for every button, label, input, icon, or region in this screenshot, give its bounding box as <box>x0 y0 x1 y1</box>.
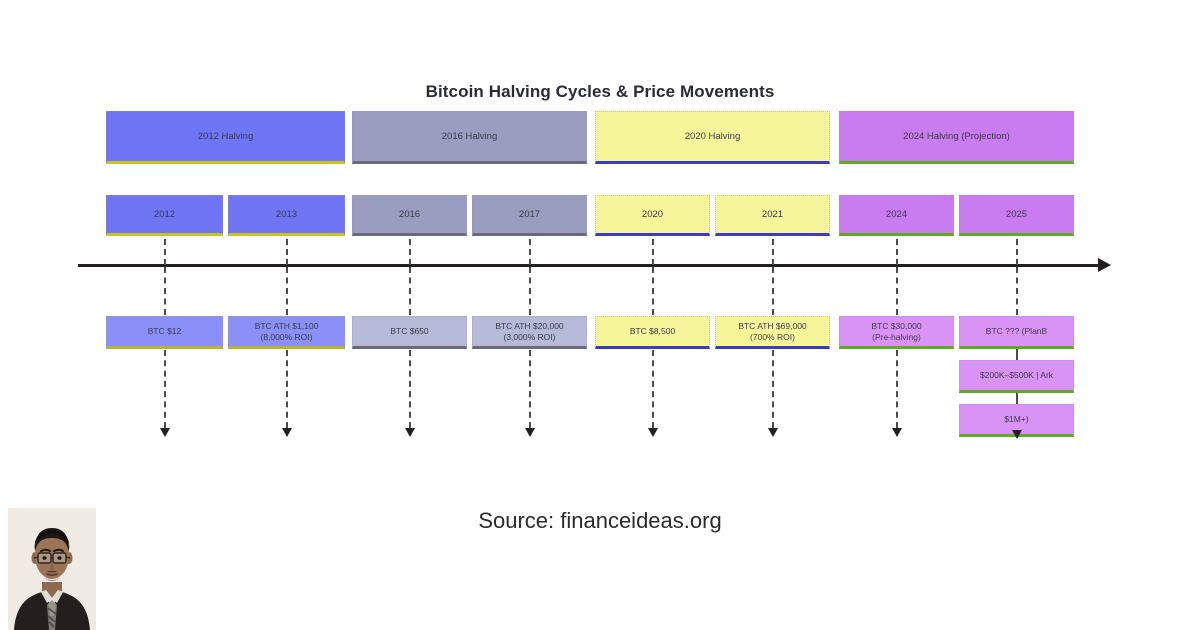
period-label: 2012 Halving <box>197 130 254 142</box>
event-box-2025-projection-ark[interactable]: $200K–$500K | Ark <box>959 360 1074 393</box>
event-line-2: (700% ROI) <box>750 331 795 342</box>
event-line-1: BTC ATH $20,000 <box>495 321 564 332</box>
projection-label: $200K–$500K | Ark <box>979 370 1054 381</box>
connector-2012-lower <box>164 267 166 315</box>
down-arrow-icon-2020 <box>648 428 658 437</box>
connector-2017-upper <box>529 239 531 265</box>
connector-2021-terminal <box>772 350 774 428</box>
year-label: 2016 <box>398 208 421 220</box>
connector-2016-lower <box>409 267 411 315</box>
event-line-2: (8,000% ROI) <box>260 331 313 342</box>
connector-2020-lower <box>652 267 654 315</box>
event-line-1: BTC ??? (PlanB <box>985 326 1048 337</box>
event-box-2016[interactable]: BTC $650 <box>352 316 467 349</box>
connector-2024-terminal <box>896 350 898 428</box>
down-arrow-icon-2017 <box>525 428 535 437</box>
connector-2021-upper <box>772 239 774 265</box>
year-label: 2013 <box>275 208 298 220</box>
year-label: 2024 <box>885 208 908 220</box>
source-caption: Source: financeideas.org <box>478 508 722 533</box>
year-label: 2017 <box>518 208 541 220</box>
down-arrow-icon-2012 <box>160 428 170 437</box>
year-bar-2016[interactable]: 2016 <box>352 195 467 236</box>
down-arrow-icon-2024 <box>892 428 902 437</box>
event-line-1: BTC $12 <box>147 326 182 337</box>
event-line-1: BTC $8,500 <box>629 326 676 337</box>
avatar <box>8 508 96 630</box>
connector-2020-upper <box>652 239 654 265</box>
event-line-1: BTC ATH $1,100 <box>254 321 319 332</box>
year-label: 2025 <box>1005 208 1028 220</box>
year-bar-2020[interactable]: 2020 <box>595 195 710 236</box>
connector-2024-upper <box>896 239 898 265</box>
event-box-2024[interactable]: BTC $30,000 (Pre-halving) <box>839 316 954 349</box>
event-box-2017[interactable]: BTC ATH $20,000 (3,000% ROI) <box>472 316 587 349</box>
year-label: 2020 <box>641 208 664 220</box>
connector-2012-terminal <box>164 350 166 428</box>
down-arrow-icon-2013 <box>282 428 292 437</box>
year-bar-2025[interactable]: 2025 <box>959 195 1074 236</box>
year-bar-2013[interactable]: 2013 <box>228 195 345 236</box>
connector-2020-terminal <box>652 350 654 428</box>
connector-2016-terminal <box>409 350 411 428</box>
connector-2017-lower <box>529 267 531 315</box>
event-line-1: BTC $30,000 <box>871 321 922 332</box>
avatar-portrait-illustration <box>8 508 96 630</box>
event-box-2021[interactable]: BTC ATH $69,000 (700% ROI) <box>715 316 830 349</box>
connector-2024-lower <box>896 267 898 315</box>
connector-2016-upper <box>409 239 411 265</box>
projection-label: $1M+) <box>1004 414 1029 425</box>
connector-2013-terminal <box>286 350 288 428</box>
year-label: 2012 <box>153 208 176 220</box>
connector-2012-upper <box>164 239 166 265</box>
year-label: 2021 <box>761 208 784 220</box>
timeline-arrowhead-icon <box>1098 258 1111 272</box>
down-arrow-icon-2025 <box>1012 430 1022 439</box>
year-bar-2017[interactable]: 2017 <box>472 195 587 236</box>
event-box-2013[interactable]: BTC ATH $1,100 (8,000% ROI) <box>228 316 345 349</box>
period-bar-2012-halving[interactable]: 2012 Halving <box>106 111 345 164</box>
period-label: 2020 Halving <box>684 130 741 142</box>
period-bar-2024-halving-projection[interactable]: 2024 Halving (Projection) <box>839 111 1074 164</box>
event-line-2: (3,000% ROI) <box>503 331 556 342</box>
period-bar-2016-halving[interactable]: 2016 Halving <box>352 111 587 164</box>
connector-2017-terminal <box>529 350 531 428</box>
year-bar-2021[interactable]: 2021 <box>715 195 830 236</box>
event-box-2025[interactable]: BTC ??? (PlanB <box>959 316 1074 349</box>
event-box-2012[interactable]: BTC $12 <box>106 316 223 349</box>
connector-2025-upper <box>1016 239 1018 265</box>
down-arrow-icon-2021 <box>768 428 778 437</box>
connector-2025-lower <box>1016 267 1018 315</box>
timeline-axis <box>78 264 1103 267</box>
event-line-2: (Pre-halving) <box>872 331 921 342</box>
year-bar-2012[interactable]: 2012 <box>106 195 223 236</box>
event-line-1: BTC ATH $69,000 <box>738 321 807 332</box>
connector-2025-projection-1 <box>1016 349 1018 360</box>
period-label: 2016 Halving <box>441 130 498 142</box>
year-bar-2024[interactable]: 2024 <box>839 195 954 236</box>
page-title: Bitcoin Halving Cycles & Price Movements <box>425 82 775 101</box>
connector-2021-lower <box>772 267 774 315</box>
event-box-2020[interactable]: BTC $8,500 <box>595 316 710 349</box>
down-arrow-icon-2016 <box>405 428 415 437</box>
connector-2013-upper <box>286 239 288 265</box>
event-line-1: BTC $650 <box>390 326 429 337</box>
connector-2025-projection-2 <box>1016 393 1018 404</box>
connector-2013-lower <box>286 267 288 315</box>
period-bar-2020-halving[interactable]: 2020 Halving <box>595 111 830 164</box>
period-label: 2024 Halving (Projection) <box>903 130 1010 142</box>
